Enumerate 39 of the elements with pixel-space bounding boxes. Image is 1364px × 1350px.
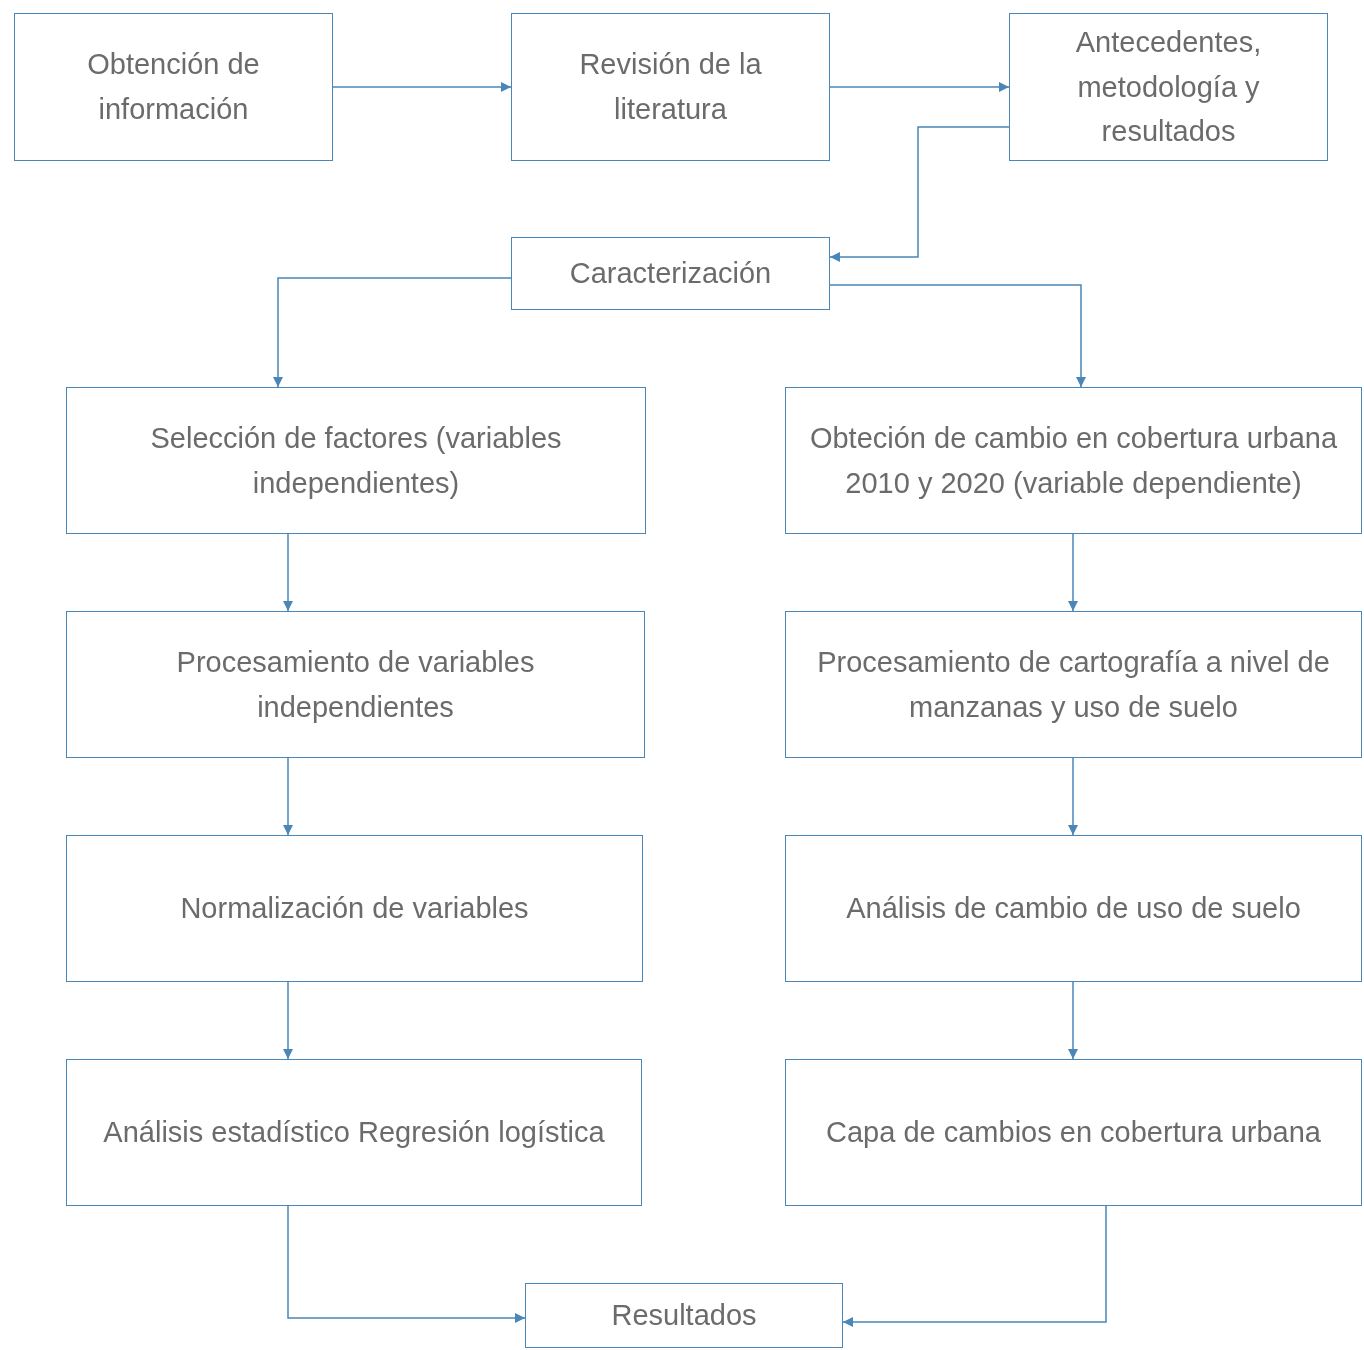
arrow <box>829 284 1086 388</box>
process-box <box>525 1283 843 1348</box>
box-label: Capa de cambios en cobertura urbana <box>826 1115 1321 1151</box>
process-box <box>14 13 333 161</box>
process-box <box>1009 13 1328 161</box>
arrow <box>829 82 1010 92</box>
box-label: Revisión de la literatura <box>578 47 763 127</box>
arrow <box>1068 981 1078 1060</box>
arrow <box>829 126 1010 262</box>
box-label: Análisis estadístico Regresión logística <box>103 1115 605 1151</box>
process-box <box>511 13 830 161</box>
box-label: Normalización de variables <box>180 891 529 927</box>
process-box <box>66 835 643 982</box>
arrow <box>1068 533 1078 612</box>
arrow <box>1068 757 1078 836</box>
box-label: Antecedentes, metodología y resultados <box>1074 24 1263 150</box>
box-label: Selección de factores (variables independientes) <box>149 420 563 501</box>
box-label: Caracterización <box>569 256 772 292</box>
process-box <box>785 611 1362 758</box>
arrow <box>273 277 512 388</box>
process-box <box>511 237 830 310</box>
arrow <box>283 981 293 1060</box>
arrow <box>283 757 293 836</box>
process-box <box>66 611 645 758</box>
box-label: Análisis de cambio de uso de suelo <box>846 891 1301 927</box>
arrow <box>842 1205 1107 1327</box>
process-box <box>66 387 646 534</box>
box-label: Obteción de cambio en cobertura urbana 2010 y 2020 (variable dependiente) <box>808 420 1339 501</box>
process-box <box>785 835 1362 982</box>
arrow <box>332 82 512 92</box>
box-label: Resultados <box>611 1298 757 1334</box>
box-label: Obtención de información <box>86 47 261 127</box>
process-box <box>785 387 1362 534</box>
box-label: Procesamiento de cartografía a nivel de manzanas y uso de suelo <box>816 644 1331 725</box>
process-box <box>785 1059 1362 1206</box>
arrow <box>287 1205 526 1323</box>
arrow <box>283 533 293 612</box>
box-label: Procesamiento de variables independientes <box>175 644 536 725</box>
process-box <box>66 1059 642 1206</box>
